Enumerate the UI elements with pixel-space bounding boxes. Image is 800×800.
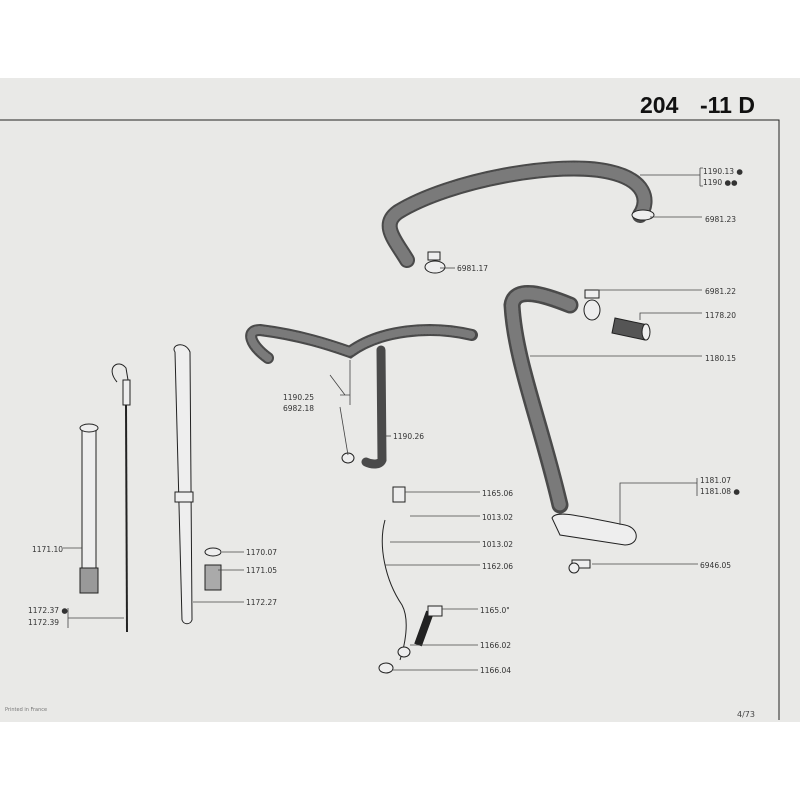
pipe-1162-06 [381, 519, 407, 661]
label-1162-06: 1162.06 [482, 562, 513, 571]
label-6982-18: 6982.18 [283, 404, 314, 413]
bolt-6946-05 [568, 559, 591, 574]
label-1190-25: 1190.25 [283, 393, 314, 402]
page-title-model: 204 [640, 92, 679, 118]
label-1013-02-b: 1013.02 [482, 540, 513, 549]
label-1181-08: 1181.08 ● [700, 487, 740, 496]
label-6981-17: 6981.17 [457, 264, 488, 273]
label-1166-04: 1166.04 [480, 666, 511, 675]
label-6981-23: 6981.23 [705, 215, 736, 224]
label-1172-27: 1172.27 [246, 598, 277, 607]
clip-6981-17 [424, 251, 446, 274]
label-1190: 1190 ●● [703, 178, 738, 187]
page-number: 4/73 [737, 710, 755, 719]
paper-background [0, 78, 800, 722]
bolt-1165-0x [414, 605, 443, 647]
hose-1190-13 [381, 160, 653, 268]
label-1170-07: 1170.07 [246, 548, 277, 557]
frame-border [0, 119, 780, 720]
label-1165-06: 1165.06 [482, 489, 513, 498]
bolt-1165-06 [392, 486, 406, 503]
clip-6981-22 [583, 289, 601, 321]
tube-1171-10 [79, 423, 99, 594]
hose-1190-25 [245, 323, 478, 364]
hose-1190-26 [361, 345, 387, 469]
label-1165-0x: 1165.0" [480, 606, 510, 615]
leader-lines [63, 167, 703, 671]
hose-1180-15 [503, 284, 579, 514]
page-title-section: -11 D [700, 92, 755, 118]
label-1178-20: 1178.20 [705, 311, 736, 320]
label-1190-13: 1190.13 ● [703, 167, 743, 176]
label-1166-02: 1166.02 [480, 641, 511, 650]
label-1172-37: 1172.37 ● [28, 606, 68, 615]
seal-1170-07 [204, 547, 222, 557]
label-1171-05: 1171.05 [246, 566, 277, 575]
nut-1171-05 [204, 564, 222, 591]
label-6946-05: 6946.05 [700, 561, 731, 570]
dipstick-1172-37 [111, 363, 131, 633]
washer-1166-04 [378, 646, 411, 674]
label-1180-15: 1180.15 [705, 354, 736, 363]
clip-6981-23 [631, 209, 655, 221]
printed-in-france: Printed in France [5, 707, 47, 713]
label-1181-07: 1181.07 [700, 476, 731, 485]
guide-1172-27 [173, 344, 194, 625]
label-1013-02-a: 1013.02 [482, 513, 513, 522]
label-1190-26: 1190.26 [393, 432, 424, 441]
sleeve-1178-20 [611, 317, 651, 341]
label-6981-22: 6981.22 [705, 287, 736, 296]
label-1172-39: 1172.39 [28, 618, 59, 627]
label-1171-10: 1171.10 [32, 545, 63, 554]
bracket-1181-07 [551, 513, 637, 546]
